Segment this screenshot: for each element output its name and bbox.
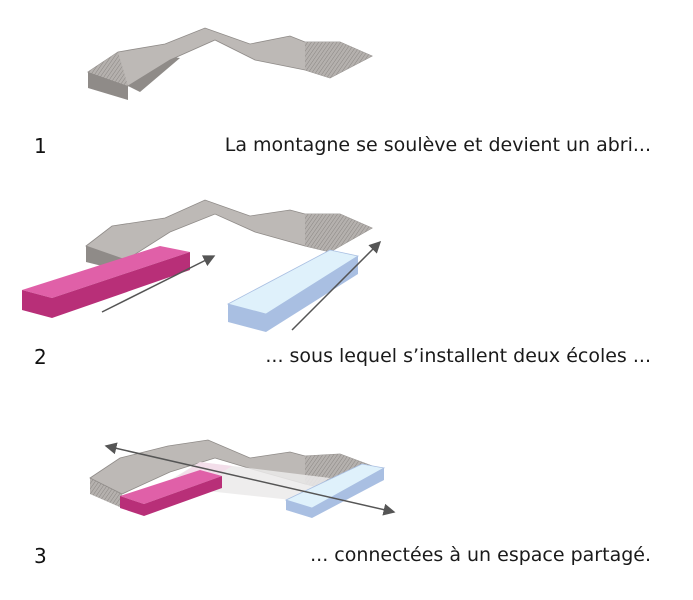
roof-hatched-ridge <box>305 42 372 78</box>
pink-school-top <box>22 246 190 298</box>
step-caption: ... connectées à un espace partagé. <box>310 544 651 566</box>
step-caption: ... sous lequel s’installent deux écoles… <box>265 345 651 367</box>
blue-school-side <box>266 256 358 332</box>
roof-hatched-ridge <box>88 52 128 86</box>
arrow-blue-movement <box>291 240 382 331</box>
blue-school-front <box>228 304 266 332</box>
pink-school-side <box>52 252 190 318</box>
arrow-pink-movement <box>101 255 216 313</box>
step-1-roof <box>87 27 373 100</box>
step-number: 2 <box>34 345 47 369</box>
step-number: 3 <box>34 544 47 568</box>
roof-side <box>88 72 128 100</box>
arrow-connection <box>104 442 396 516</box>
step-caption: La montagne se soulève et devient un abr… <box>224 134 651 156</box>
roof-hatched-ridge <box>305 214 372 252</box>
roof-side <box>128 56 180 92</box>
blue-school <box>226 249 360 332</box>
pink-school-front <box>22 290 52 318</box>
step-number: 1 <box>34 134 47 158</box>
pink-school <box>22 246 190 318</box>
